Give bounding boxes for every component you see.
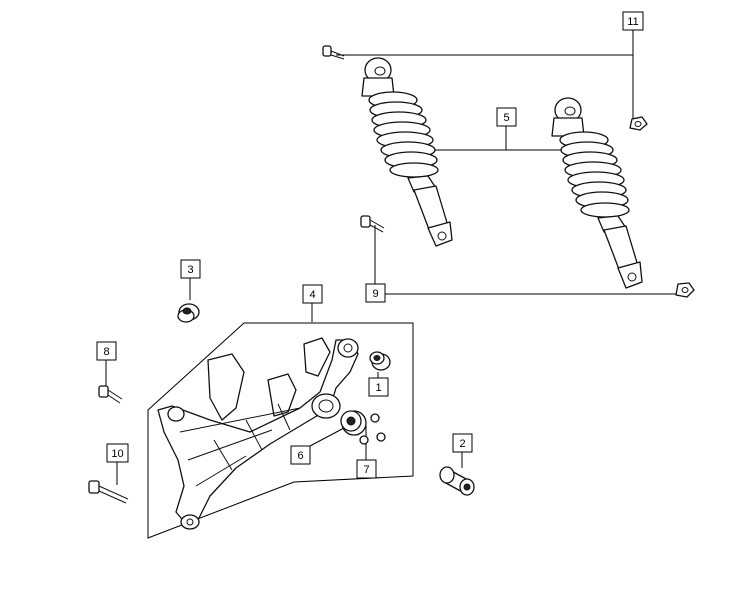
bolt-10: [88, 480, 129, 504]
bush-3: [177, 303, 200, 323]
svg-text:4: 4: [309, 289, 315, 301]
bearing-6: [340, 410, 367, 436]
swingarm: [157, 337, 359, 530]
bush-1: [369, 351, 391, 371]
callout-3: 3: [180, 259, 201, 279]
callout-2: 2: [452, 433, 473, 453]
bolt-11-right: [629, 116, 648, 131]
svg-text:9: 9: [372, 288, 378, 300]
bolt-11-left: [322, 45, 345, 60]
svg-text:8: 8: [103, 346, 109, 358]
shock-absorber-left: [361, 57, 453, 247]
bolt-9-upper: [360, 215, 385, 233]
callout-7: 7: [356, 459, 377, 479]
svg-text:6: 6: [297, 450, 303, 462]
svg-text:7: 7: [363, 464, 369, 476]
svg-text:10: 10: [111, 448, 123, 460]
callout-6: 6: [290, 445, 311, 465]
bolt-9-lower: [675, 282, 695, 298]
callout-1: 1: [368, 377, 389, 397]
callout-4: 4: [302, 284, 323, 304]
callout-8: 8: [96, 341, 117, 361]
shock-absorber-right: [551, 97, 643, 289]
svg-text:3: 3: [187, 264, 193, 276]
small-bolts-7: [359, 413, 386, 445]
callout-11: 11: [622, 11, 644, 31]
callout-10: 10: [106, 443, 129, 463]
bolt-8: [98, 385, 123, 404]
svg-text:5: 5: [503, 112, 509, 124]
callout-9: 9: [365, 283, 386, 303]
spacer-2: [439, 466, 475, 496]
callout-5: 5: [496, 107, 517, 127]
svg-text:11: 11: [627, 16, 638, 28]
swingarm-assembly-frame: [147, 322, 414, 539]
svg-text:1: 1: [375, 382, 381, 394]
svg-text:2: 2: [459, 438, 465, 450]
